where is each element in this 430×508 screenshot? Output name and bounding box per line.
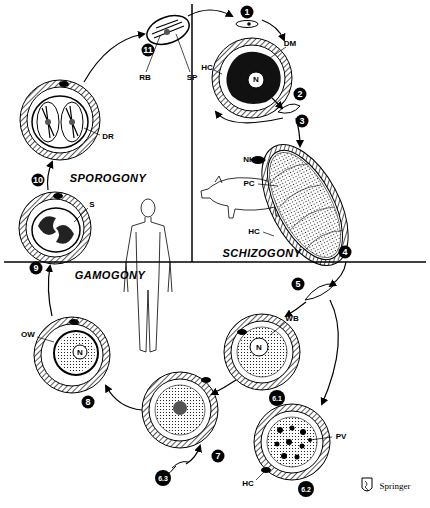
meront [226, 52, 280, 104]
callout-number: 8 [82, 396, 95, 409]
part-label: NH [243, 156, 255, 164]
phase-title: SCHIZOGONY [223, 248, 302, 259]
callout-number: 6.3 [155, 470, 171, 486]
merozoite [278, 104, 300, 113]
part-label: S [89, 201, 94, 209]
part-label: OW [21, 331, 35, 339]
callout-number: 2 [294, 88, 307, 101]
part-label: N [253, 76, 259, 84]
callout-number: 10 [32, 174, 45, 187]
callout-number: 11 [142, 44, 155, 57]
part-label: HC [242, 480, 254, 488]
part-label: DR [102, 133, 114, 141]
part-label: N [77, 349, 83, 357]
part-label: HC [201, 64, 213, 72]
part-label: WB [285, 315, 298, 323]
part-label: SP [187, 74, 198, 82]
callout-number: 5 [292, 278, 305, 291]
callout-number: 6.2 [298, 481, 314, 497]
phase-title: GAMOGONY [75, 270, 146, 281]
callout-number: 9 [30, 262, 43, 275]
leader-line [37, 34, 332, 480]
part-label: PC [243, 180, 254, 188]
callout-number: 7 [212, 450, 225, 463]
phase-title: SPOROGONY [70, 173, 147, 184]
callout-number: 3 [296, 115, 309, 128]
part-label: RB [139, 74, 151, 82]
cycle-arrow [48, 10, 347, 464]
divider-line [191, 4, 193, 262]
part-label: N [256, 344, 262, 352]
part-label: PV [336, 433, 347, 441]
part-label: DM [284, 40, 296, 48]
callout-number: 6.1 [269, 390, 285, 406]
publisher-logo [362, 478, 372, 491]
publisher-watermark: Springer [380, 482, 411, 491]
callout-number: 1 [241, 6, 254, 19]
part-label: HC [248, 228, 260, 236]
callout-number: 4 [339, 246, 352, 259]
sporozoite [236, 21, 258, 28]
